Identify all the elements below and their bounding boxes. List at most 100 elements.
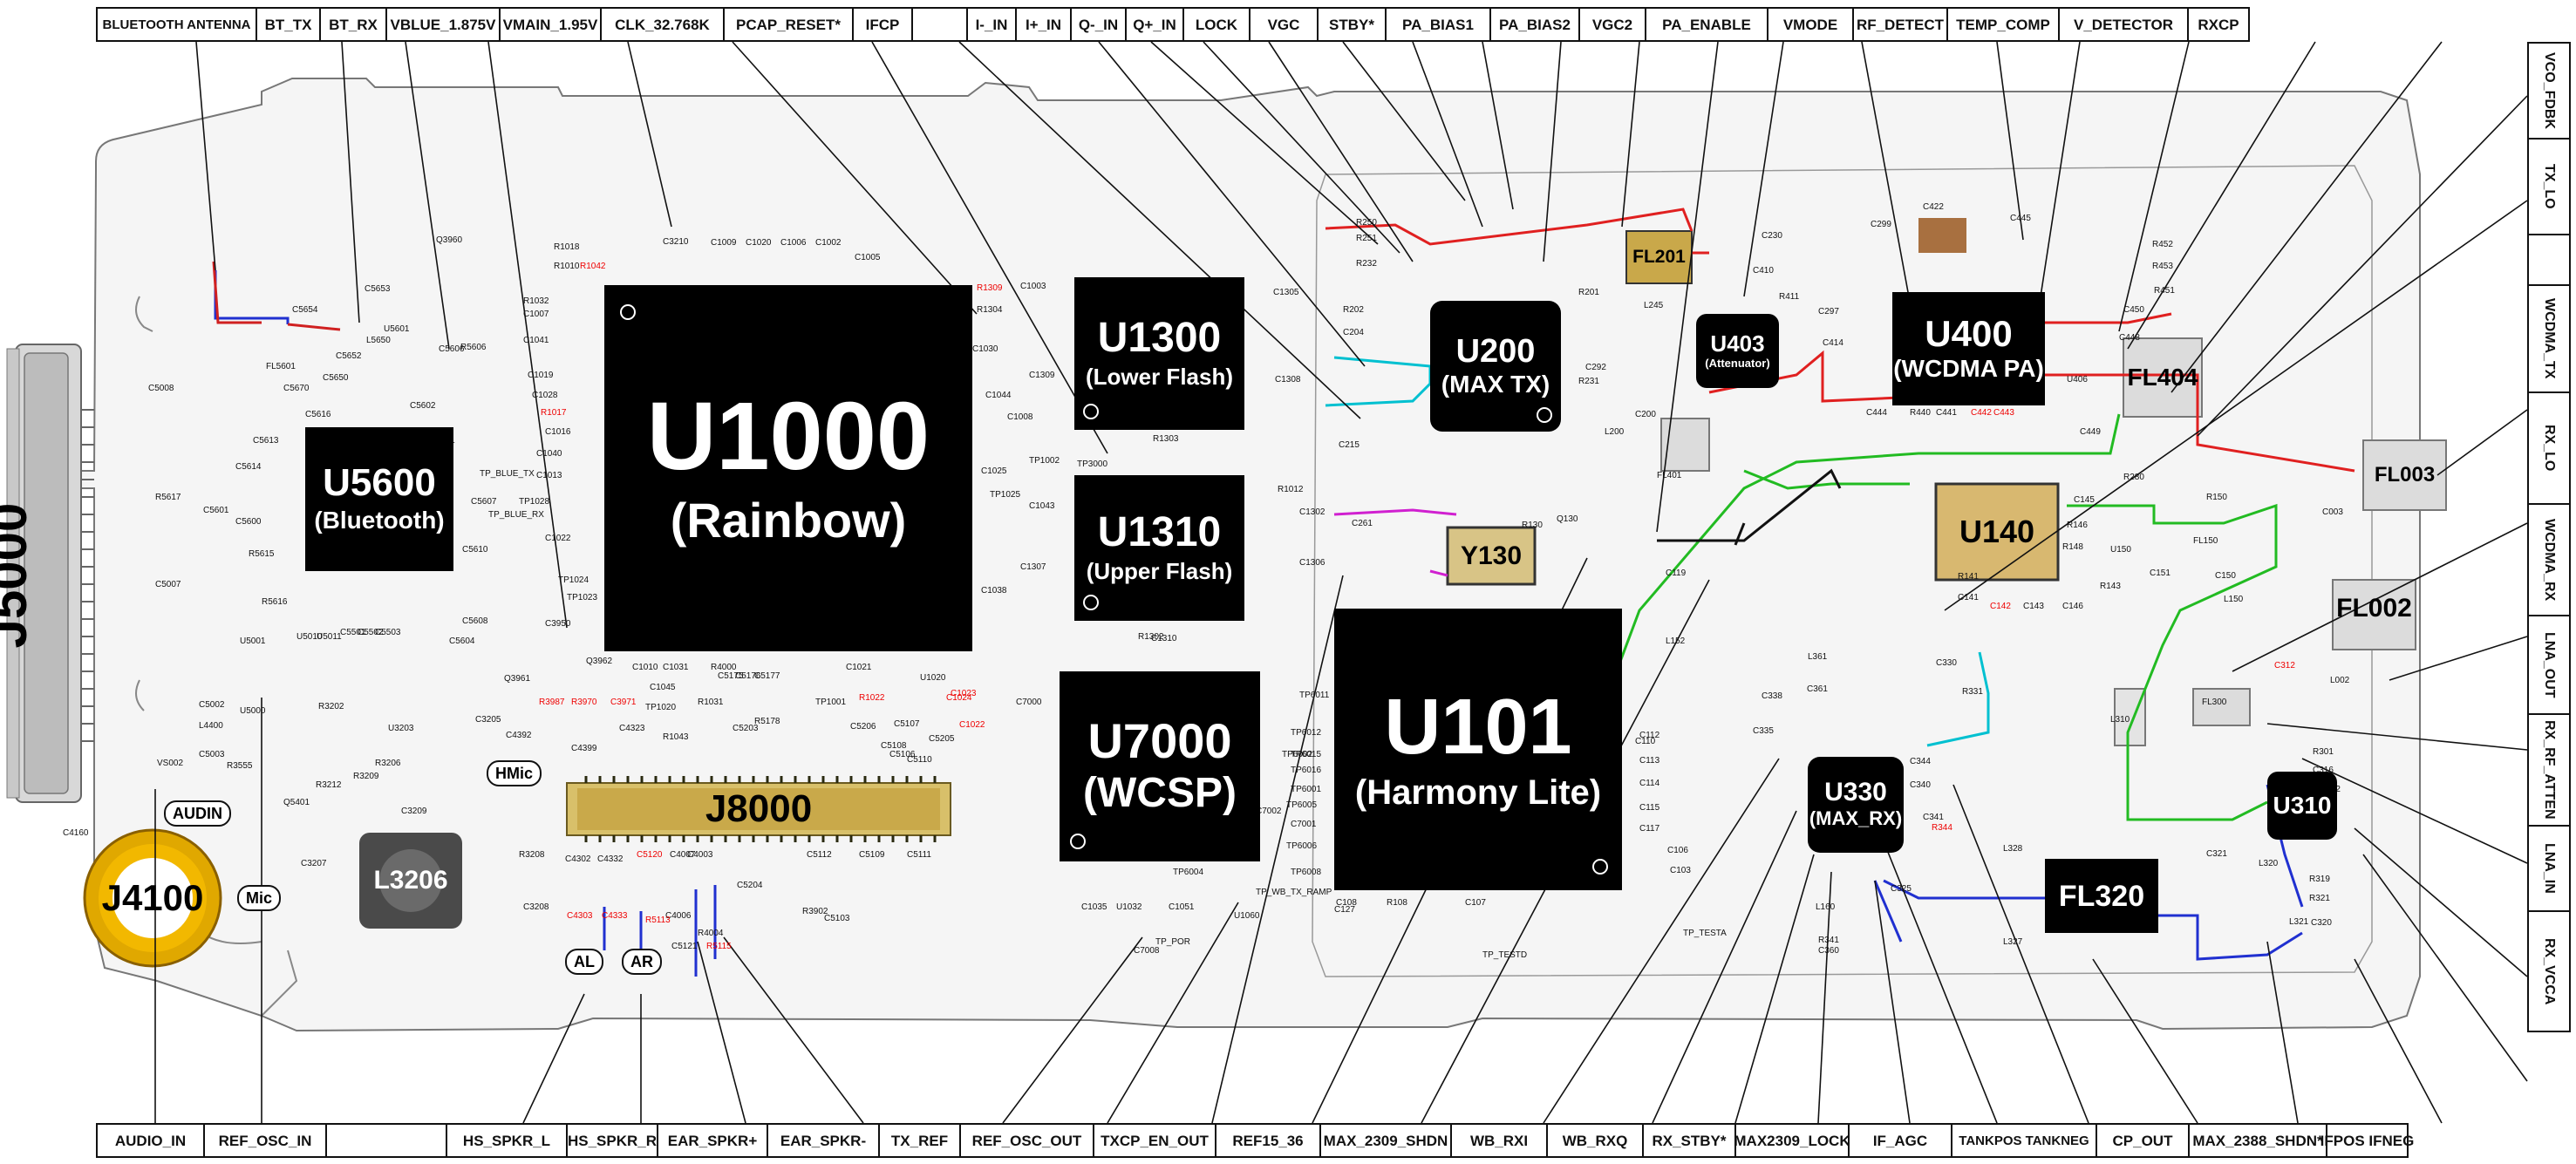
top-label-14: VGC [1249, 7, 1319, 42]
component-label-tp1024: TP1024 [558, 575, 589, 585]
component-label-tp_wb_tx_ramp: TP_WB_TX_RAMP [1256, 888, 1332, 897]
label-y130: Y130 [1460, 541, 1523, 570]
bottom-label-16: IF_AGC [1848, 1123, 1952, 1158]
component-label-tp6006: TP6006 [1286, 841, 1318, 851]
component-label-c1003: C1003 [1020, 282, 1046, 291]
component-label-c5606: C5606 [439, 344, 465, 354]
component-label-r440: R440 [1910, 408, 1931, 418]
component-label-c1030: C1030 [972, 344, 998, 354]
component-label-r3206: R3206 [375, 759, 401, 768]
component-label-c143: C143 [2023, 602, 2044, 611]
component-label-tp1001: TP1001 [815, 698, 847, 707]
component-label-c414: C414 [1823, 338, 1843, 348]
component-label-l152: L152 [1666, 636, 1686, 646]
label-fl003: FL003 [2374, 463, 2436, 487]
component-label-c5177: C5177 [754, 671, 780, 681]
component-label-c5108: C5108 [881, 741, 907, 751]
component-label-c410: C410 [1753, 266, 1774, 276]
component-label-c112: C112 [1639, 731, 1660, 740]
component-label-c1006: C1006 [780, 238, 807, 248]
component-label-c5653: C5653 [365, 284, 391, 294]
bottom-label-2 [325, 1123, 447, 1158]
top-label-17: PA_BIAS2 [1489, 7, 1580, 42]
fl404-body [2123, 337, 2203, 418]
component-label-c4323: C4323 [619, 724, 645, 733]
component-label-c119: C119 [1666, 568, 1687, 578]
component-label-r108: R108 [1387, 898, 1407, 908]
component-label-l5650: L5650 [366, 336, 391, 345]
component-label-c443: C443 [1993, 408, 2014, 418]
component-label-l245: L245 [1644, 301, 1664, 310]
component-label-c114: C114 [1639, 779, 1660, 788]
component-label-c5600: C5600 [235, 517, 262, 527]
component-label-r146: R146 [2067, 521, 2088, 530]
top-label-10: I+_IN [1015, 7, 1072, 42]
component-label-c261: C261 [1352, 519, 1373, 528]
chip-u403-sub: (Attenuator) [1705, 356, 1770, 370]
component-label-c1043: C1043 [1029, 501, 1055, 511]
component-label-c1040: C1040 [536, 449, 562, 459]
callout-mic: Mic [237, 885, 282, 911]
component-label-r321: R321 [2309, 894, 2330, 903]
bottom-label-20: IFPOS IFNEG [2320, 1123, 2414, 1158]
component-label-tp1020: TP1020 [645, 703, 677, 712]
chip-u400-name: U400 [1925, 312, 2013, 354]
component-label-c4160: C4160 [63, 828, 89, 838]
component-label-c5109: C5109 [859, 850, 885, 860]
trace-green-1 [1612, 413, 2121, 681]
component-label-c1038: C1038 [981, 586, 1007, 596]
component-label-c5670: C5670 [283, 384, 310, 393]
component-label-tp6015: TP6015 [1291, 750, 1322, 759]
chip-u403-name: U403 [1710, 330, 1765, 357]
top-label-6: PCAP_RESET* [723, 7, 854, 42]
chip-u101-sub: (Harmony Lite) [1354, 773, 1602, 812]
top-label-5: CLK_32.768K [600, 7, 725, 42]
component-label-c5604: C5604 [449, 636, 475, 646]
component-label-r202: R202 [1343, 305, 1364, 315]
component-label-c361: C361 [1807, 684, 1828, 694]
component-label-r4004: R4004 [698, 929, 724, 938]
component-label-l002: L002 [2330, 676, 2350, 685]
component-label-c330: C330 [1936, 658, 1957, 668]
top-label-11: Q-_IN [1070, 7, 1127, 42]
component-label-c150: C150 [2215, 571, 2236, 581]
component-label-c110: C110 [1635, 737, 1656, 746]
bottom-label-15: MAX2309_LOCK [1734, 1123, 1850, 1158]
component-label-r1309: R1309 [977, 283, 1003, 293]
component-label-r143: R143 [2100, 582, 2121, 591]
component-label-q5401: Q5401 [283, 798, 310, 807]
component-label-c444: C444 [1866, 408, 1887, 418]
top-label-20: VMODE [1767, 7, 1854, 42]
component-label-u5011: U5011 [317, 632, 342, 642]
right-label-text-6: LNA_OUT [2542, 631, 2557, 698]
component-label-r231: R231 [1578, 377, 1599, 386]
bottom-label-9: TXCP_EN_OUT [1093, 1123, 1216, 1158]
component-label-c1305: C1305 [1273, 288, 1299, 297]
fl003-body [2362, 439, 2447, 511]
right-label-text-5: WCDMA_RX [2542, 518, 2557, 602]
component-label-r251: R251 [1356, 234, 1377, 243]
component-label-c1310: C1310 [1151, 634, 1177, 643]
component-label-r3208: R3208 [519, 850, 545, 860]
callout-hmic: HMic [487, 760, 542, 786]
component-label-r1043: R1043 [663, 732, 689, 742]
component-label-u1020: U1020 [920, 673, 946, 683]
component-label-c5110: C5110 [907, 755, 932, 765]
component-label-r1302: R1302 [1138, 632, 1164, 642]
component-label-c3207: C3207 [301, 859, 327, 868]
right-label-7: RX_RF_ATTEN [2527, 713, 2571, 827]
component-label-c1010: C1010 [632, 663, 658, 672]
component-label-c5602: C5602 [410, 401, 436, 411]
right-label-2 [2527, 234, 2571, 286]
chip-u1000-sub: (Rainbow) [670, 493, 907, 548]
component-label-c5503: C5503 [375, 628, 401, 637]
chip-u310-name: U310 [2273, 792, 2332, 819]
component-label-r1017: R1017 [541, 408, 567, 418]
component-label-c3205: C3205 [475, 715, 501, 725]
component-label-c5111: C5111 [907, 850, 931, 860]
right-label-text-3: WCDMA_TX [2542, 298, 2557, 379]
component-label-c1031: C1031 [663, 663, 689, 672]
bottom-label-1: REF_OSC_IN [203, 1123, 327, 1158]
component-label-c338: C338 [1762, 691, 1782, 701]
component-label-r453: R453 [2152, 262, 2173, 271]
